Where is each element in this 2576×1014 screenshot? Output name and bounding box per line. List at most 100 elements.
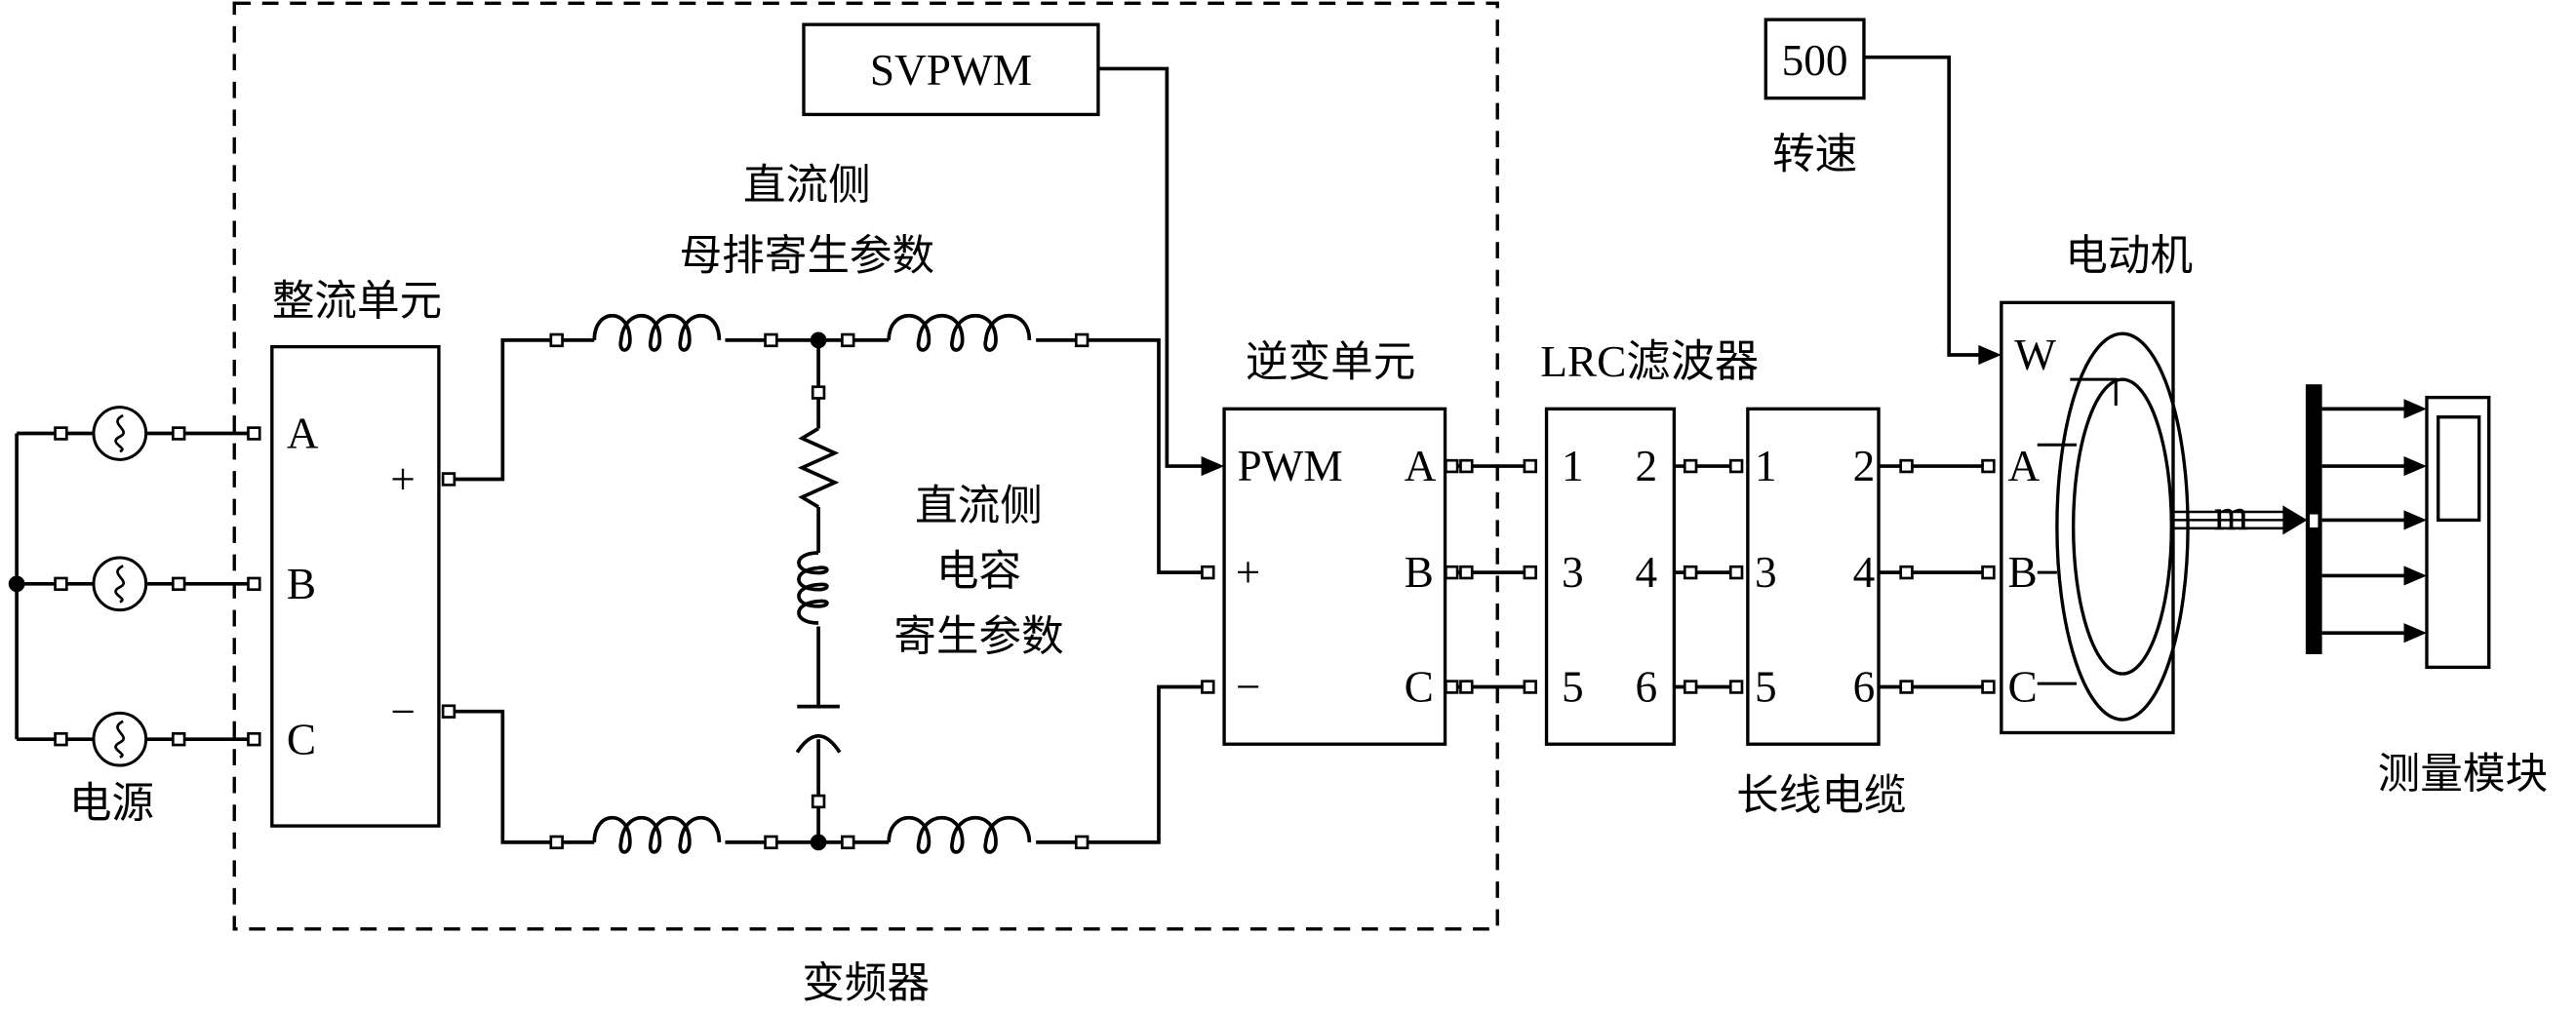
bus-inductor-icon (592, 314, 722, 352)
motor-winding-leads (2037, 377, 2118, 685)
motor-port-b: B (2008, 548, 2038, 597)
terminal-port (171, 731, 186, 747)
terminal-port (1201, 565, 1215, 580)
filter-port-4: 4 (1636, 548, 1658, 597)
rectifier-port-c: C (287, 715, 316, 763)
terminal-port (841, 332, 855, 348)
cable-port-2: 2 (1853, 442, 1876, 490)
dc-cap-label-line1: 直流侧 (915, 482, 1043, 530)
rectifier-port-b: B (287, 560, 316, 608)
terminal-port (1899, 680, 1914, 694)
cable-port-5: 5 (1755, 663, 1777, 712)
terminal-port (1074, 835, 1090, 850)
motor-block (2000, 300, 2175, 735)
cable-port-3: 3 (1755, 548, 1777, 597)
converter-label: 变频器 (802, 959, 930, 1008)
terminal-port (841, 835, 855, 850)
motor-port-w: W (2014, 331, 2056, 379)
terminal-port (441, 704, 456, 719)
cable-port-6: 6 (1853, 663, 1876, 712)
terminal-port (54, 731, 68, 747)
dc-bus-label-line2: 母排寄生参数 (680, 232, 935, 281)
terminal-port (1523, 458, 1537, 474)
inverter-port-minus: − (1236, 663, 1261, 712)
rectifier-label: 整流单元 (272, 278, 442, 327)
ac-source-icon (92, 406, 148, 461)
arrow-icon (2403, 510, 2427, 530)
inverter-port-plus: + (1236, 548, 1261, 597)
filter-port-1: 1 (1562, 442, 1584, 490)
terminal-port (1728, 458, 1744, 474)
sine-glyph (114, 565, 125, 604)
resistor-symbol (797, 426, 840, 509)
arrow-icon (2403, 623, 2427, 644)
filter-port-5: 5 (1562, 663, 1584, 712)
dc-bus-label-line1: 直流侧 (743, 162, 871, 211)
sine-glyph (114, 720, 125, 759)
inverter-port-a: A (1405, 442, 1437, 490)
terminal-port (1445, 458, 1459, 474)
motor-output-arrow (2282, 505, 2308, 535)
terminal-port (1523, 680, 1537, 694)
terminal-port (1445, 565, 1459, 580)
ac-source-icon (92, 711, 148, 767)
terminal-port (1523, 565, 1537, 580)
filter-port-6: 6 (1636, 663, 1658, 712)
terminal-port (764, 835, 778, 850)
motor-label: 电动机 (2065, 232, 2193, 281)
terminal-port (54, 426, 68, 441)
speed-arrow (1978, 344, 2001, 366)
speed-signal-line (1863, 55, 1986, 357)
inverter-port-b: B (1405, 548, 1434, 597)
capacitor-esl-inductor-symbol (797, 551, 829, 625)
motor-port-m: m (2214, 490, 2248, 539)
svpwm-block (802, 22, 1100, 117)
bus-inductor-icon (592, 816, 722, 854)
terminal-port (1728, 680, 1744, 694)
capacitor-symbol (795, 704, 842, 754)
motor-output-bus (2172, 510, 2288, 530)
motor-port-c: C (2008, 663, 2038, 712)
terminal-port (247, 731, 261, 747)
ac-source-icon (92, 556, 148, 612)
dc-bus-negative-wire (454, 684, 1204, 844)
terminal-port (549, 835, 564, 850)
arrow-icon (2403, 456, 2427, 477)
svpwm-label: SVPWM (870, 46, 1032, 95)
filter-block (1544, 407, 1677, 746)
terminal-port (549, 332, 564, 348)
terminal-port (247, 426, 261, 441)
cable-block (1746, 407, 1881, 746)
sine-glyph (114, 413, 125, 453)
terminal-port (1459, 565, 1474, 580)
terminal-port (1981, 458, 1996, 474)
rectifier-port-minus: − (390, 687, 416, 736)
demux-port (2308, 512, 2320, 529)
terminal-port (1201, 680, 1215, 694)
rectifier-port-plus: + (390, 455, 416, 504)
terminal-port (1899, 565, 1914, 580)
neutral-node (8, 575, 25, 593)
ac-source-b (17, 556, 261, 612)
terminal-port (811, 794, 826, 809)
ac-source-c (17, 711, 261, 767)
terminal-port (764, 332, 778, 348)
dc-cap-label-line2: 电容 (936, 548, 1021, 597)
inverter-port-c: C (1405, 663, 1434, 712)
arrow-icon (2403, 399, 2427, 419)
motor-rotor-icon (2071, 377, 2173, 676)
terminal-port (811, 385, 826, 400)
terminal-port (171, 576, 186, 592)
filter-label: LRC滤波器 (1540, 337, 1759, 386)
cable-port-4: 4 (1853, 548, 1876, 597)
filter-port-3: 3 (1562, 548, 1584, 597)
arrow-icon (2403, 566, 2427, 586)
source-label: 电源 (69, 780, 154, 829)
terminal-port (1459, 458, 1474, 474)
terminal-port (1459, 680, 1474, 694)
inverter-label: 逆变单元 (1246, 338, 1415, 387)
terminal-port (54, 576, 68, 592)
terminal-port (1445, 680, 1459, 694)
rectifier-block (270, 344, 441, 828)
